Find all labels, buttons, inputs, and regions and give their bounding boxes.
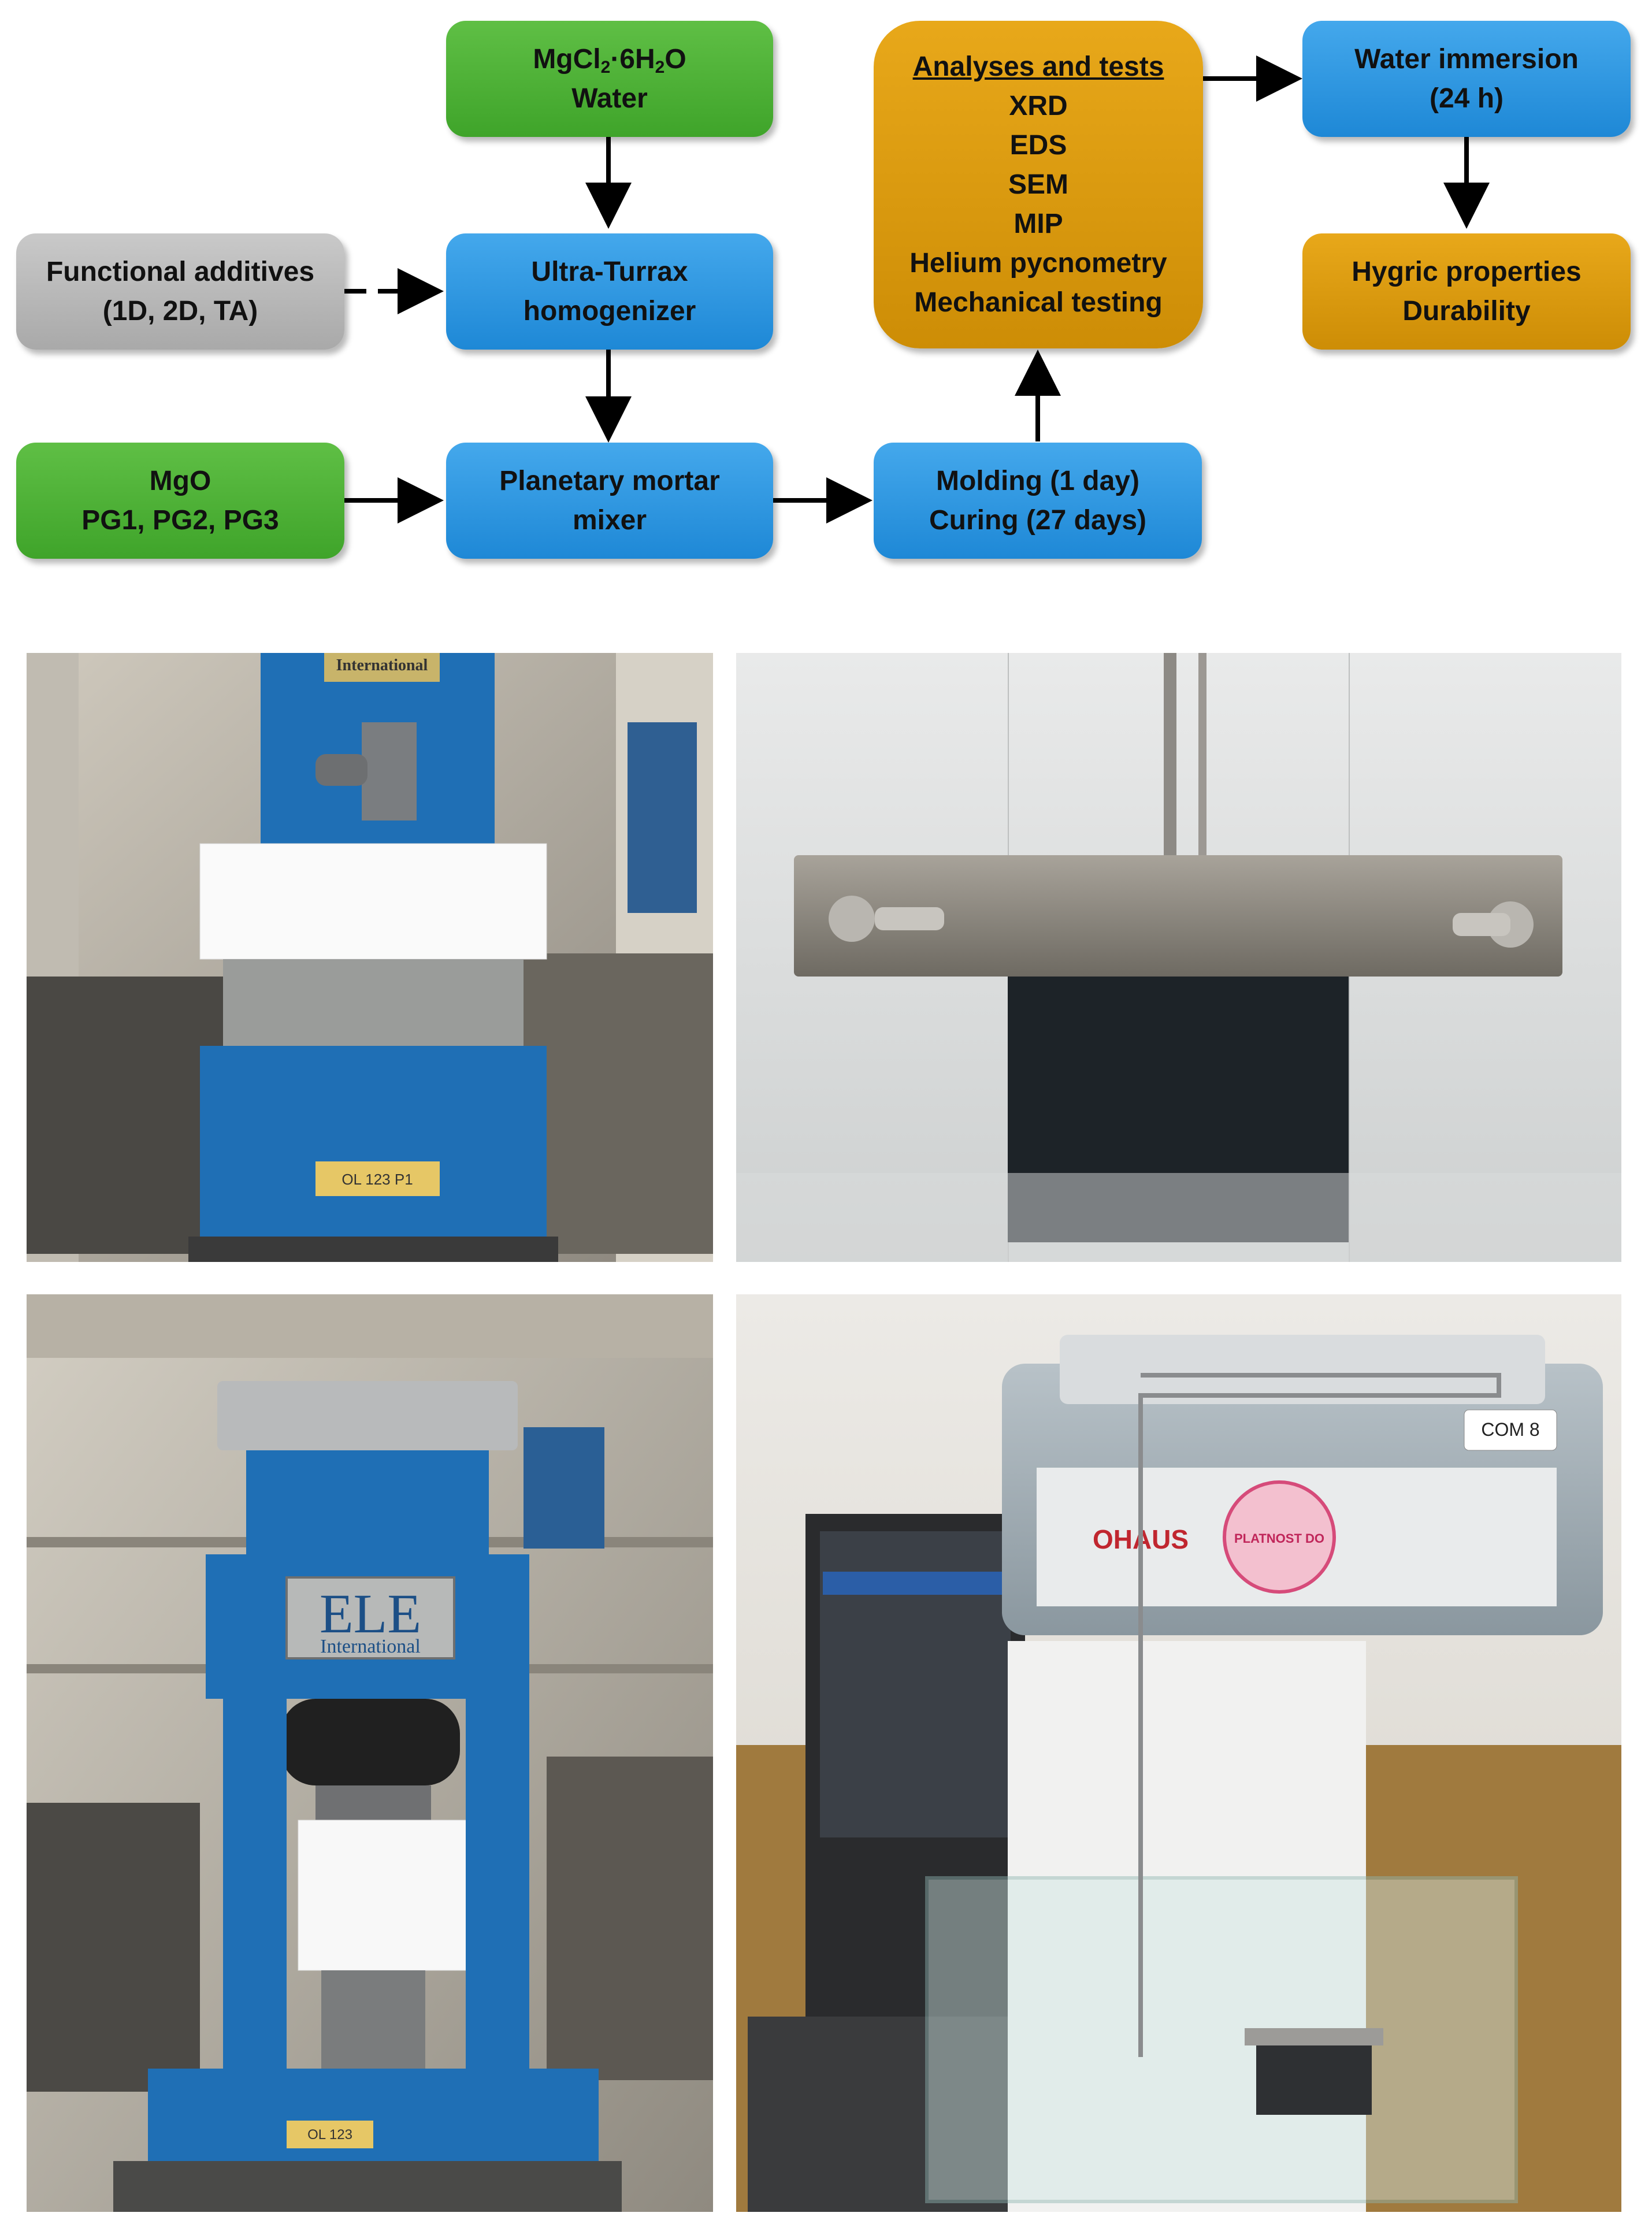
photo3-brand-text: ELE bbox=[320, 1583, 421, 1644]
hygric-label: Hygric properties bbox=[1352, 256, 1582, 287]
analysis-item: XRD bbox=[1009, 90, 1068, 121]
mgo-box: MgO PG1, PG2, PG3 bbox=[16, 443, 344, 559]
mixer-label-1: Planetary mortar bbox=[499, 465, 720, 496]
analyses-title: Analyses and tests bbox=[912, 51, 1164, 82]
planetary-mixer-box: Planetary mortar mixer bbox=[446, 443, 773, 559]
flowchart: MgCl2·6H2O Water Functional additives (1… bbox=[0, 0, 1652, 578]
analysis-item: Helium pycnometry bbox=[909, 247, 1167, 279]
photo-flexural-test: International OL 123 P1 bbox=[27, 653, 713, 1262]
photo1-brand-text: International bbox=[336, 656, 428, 674]
photo3-label-text: OL 123 bbox=[307, 2127, 352, 2143]
mixer-label-2: mixer bbox=[572, 504, 647, 536]
immersion-duration: (24 h) bbox=[1429, 83, 1503, 114]
specimen-prism bbox=[199, 843, 547, 960]
water-label: Water bbox=[571, 83, 648, 114]
photo1-label-text: OL 123 P1 bbox=[341, 1171, 413, 1188]
mgo-grades: PG1, PG2, PG3 bbox=[81, 504, 279, 536]
immersion-label: Water immersion bbox=[1354, 43, 1579, 75]
analyses-tests-box: Analyses and tests XRD EDS SEM MIP Heliu… bbox=[874, 21, 1203, 348]
molding-curing-box: Molding (1 day) Curing (27 days) bbox=[874, 443, 1202, 559]
com-tag-text: COM 8 bbox=[1481, 1419, 1539, 1440]
glass-tank bbox=[925, 1876, 1518, 2203]
seal-text: PLATNOST DO bbox=[1234, 1531, 1324, 1546]
analysis-item: MIP bbox=[1014, 208, 1063, 239]
homogenizer-label-2: homogenizer bbox=[523, 295, 696, 326]
mgo-label: MgO bbox=[149, 465, 211, 496]
white-stand bbox=[1008, 1641, 1366, 2212]
clamp-bar bbox=[794, 855, 1562, 977]
curing-label: Curing (27 days) bbox=[929, 504, 1147, 536]
molding-label: Molding (1 day) bbox=[936, 465, 1139, 496]
hygric-durability-box: Hygric properties Durability bbox=[1302, 233, 1631, 350]
analysis-item: Mechanical testing bbox=[914, 287, 1163, 318]
calibration-seal bbox=[1223, 1480, 1336, 1594]
functional-additives-box: Functional additives (1D, 2D, TA) bbox=[16, 233, 344, 350]
photo3-brand-sub: International bbox=[320, 1636, 421, 1657]
homogenizer-label-1: Ultra-Turrax bbox=[531, 256, 688, 287]
ultra-turrax-box: Ultra-Turrax homogenizer bbox=[446, 233, 773, 350]
analysis-item: EDS bbox=[1009, 129, 1067, 161]
additives-label: Functional additives bbox=[46, 256, 315, 287]
durability-label: Durability bbox=[1402, 295, 1531, 326]
suspension-wire bbox=[1138, 1373, 1501, 2057]
mgcl2-water-box: MgCl2·6H2O Water bbox=[446, 21, 773, 137]
water-immersion-box: Water immersion (24 h) bbox=[1302, 21, 1631, 137]
photo-balance-tank: OHAUS PLATNOST DO COM 8 bbox=[736, 1294, 1621, 2212]
mgcl2-label: MgCl2·6H2O bbox=[533, 43, 686, 77]
flowchart-connectors bbox=[344, 55, 1490, 524]
photo-immersion-clamp bbox=[736, 653, 1621, 1262]
photo-compressive-test: ELE International OL 123 bbox=[27, 1294, 713, 2212]
analysis-item: SEM bbox=[1008, 169, 1068, 200]
additives-codes: (1D, 2D, TA) bbox=[102, 295, 258, 326]
submerged-sample bbox=[1256, 2034, 1372, 2115]
